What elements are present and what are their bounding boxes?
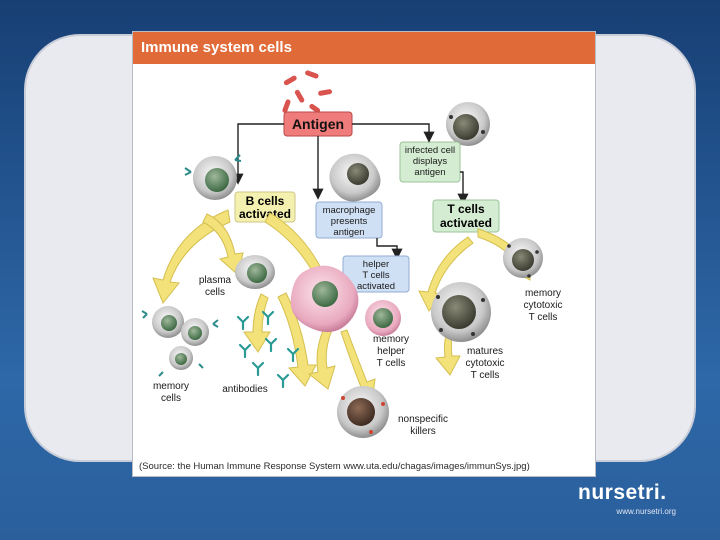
nonspecific-label-1: nonspecific [398, 414, 448, 425]
helper-label-1: helper [363, 259, 389, 270]
memory-label-2: cells [161, 393, 181, 404]
helper-label-3: activated [357, 281, 395, 292]
figure-title: Immune system cells [141, 39, 292, 56]
matures-label-2: cytotoxic [466, 358, 505, 369]
nonspecific-killer-cell [337, 386, 389, 438]
macrophage-box [315, 201, 383, 239]
macrophage-label-1: macrophage [323, 205, 376, 216]
memory-label-1: memory [153, 381, 189, 392]
macrophage-cell [329, 153, 381, 202]
memory-b-cells [141, 306, 219, 377]
brand-url: www.nursetri.org [616, 507, 676, 516]
infected-label-1: infected cell [405, 145, 455, 156]
plasma-label-1: plasma [199, 275, 232, 286]
b-cells-label-1: B cells [246, 194, 285, 208]
t-cells-box [432, 199, 500, 233]
t-cell-activated [503, 238, 543, 278]
infected-label-3: antigen [414, 167, 445, 178]
brand-name: nursetri. [578, 481, 667, 504]
memory-cyto-label-2: cytotoxic [524, 300, 563, 311]
memory-helper-label-1: memory [373, 334, 409, 345]
figure-title-bar: Immune system cells [133, 32, 595, 64]
memory-helper-label-3: T cells [377, 358, 406, 369]
plasma-label-2: cells [205, 287, 225, 298]
plasma-cell [235, 255, 275, 289]
brand-logo: nursetri. www.nursetri.org [578, 481, 688, 521]
antibodies-label: antibodies [222, 384, 268, 395]
immune-diagram: Antigen infected cell displays antigen B… [141, 70, 563, 438]
helper-label-2: T cells [362, 270, 390, 281]
figure-source-caption: (Source: the Human Immune Response Syste… [139, 461, 530, 472]
immune-cells-figure: Immune system cells [133, 32, 595, 476]
memory-cyto-label-3: T cells [529, 312, 558, 323]
matures-label-3: T cells [471, 370, 500, 381]
antigen-label: Antigen [292, 116, 344, 132]
nonspecific-label-2: killers [410, 426, 436, 437]
t-cells-label-1: T cells [447, 202, 485, 216]
helper-t-cell [365, 300, 401, 336]
memory-cyto-label-1: memory [525, 288, 561, 299]
macrophage-pink-large [290, 265, 359, 333]
cytotoxic-t-cell [431, 282, 491, 342]
macrophage-label-2: presents [331, 216, 368, 227]
matures-label-1: matures [467, 346, 503, 357]
infected-cell [446, 102, 490, 146]
bacteria-cluster [282, 70, 333, 113]
b-cell [184, 154, 242, 200]
antibodies [236, 310, 300, 389]
b-cells-label-2: activated [239, 207, 291, 221]
memory-helper-label-2: helper [377, 346, 405, 357]
macrophage-label-3: antigen [333, 227, 364, 238]
t-cells-label-2: activated [440, 216, 492, 230]
infected-label-2: displays [413, 156, 448, 167]
